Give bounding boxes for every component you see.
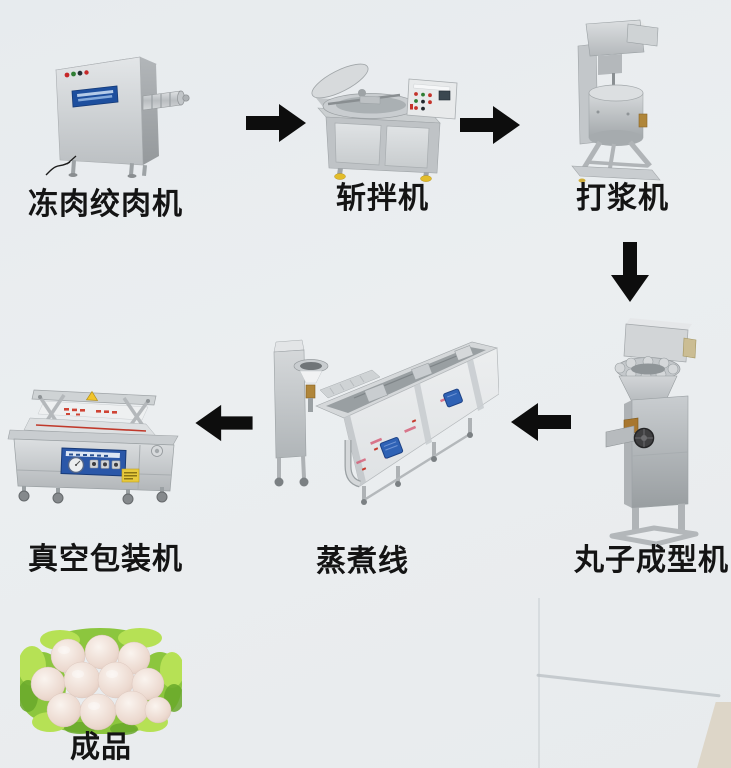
label-beater: 打浆机 [576,181,669,216]
product-photo [18,628,184,735]
label-packer: 真空包装机 [28,542,183,577]
station-former [598,316,710,552]
arrow-left-icon [195,403,253,443]
station-product [18,626,184,740]
label-cutter: 斩拌机 [336,181,429,216]
cooker-line-image [273,339,500,505]
background-corner-patch [697,702,731,768]
packer-machine-image [7,389,179,505]
arrow-down-icon [608,242,652,302]
station-grinder [42,44,194,190]
label-cooker: 蒸煮线 [316,544,409,579]
station-packer [6,384,188,510]
station-beater [564,16,666,188]
lettuce-leaves [18,628,184,735]
cutter-machine-image [311,63,458,182]
label-former: 丸子成型机 [574,543,729,578]
arrow-right-icon [245,102,307,144]
arrow-left-icon [511,401,571,443]
station-cooker [264,336,500,512]
background-wall-edge [538,598,540,768]
background-table-edge [536,673,721,698]
former-machine-image [605,318,699,547]
arrow-right-icon [460,104,520,146]
label-grinder: 冻肉绞肉机 [28,187,183,222]
station-cutter [298,60,463,186]
label-product: 成品 [70,730,132,765]
meatballs [30,634,172,731]
grinder-machine-image [45,56,190,178]
beater-machine-image [571,19,661,183]
